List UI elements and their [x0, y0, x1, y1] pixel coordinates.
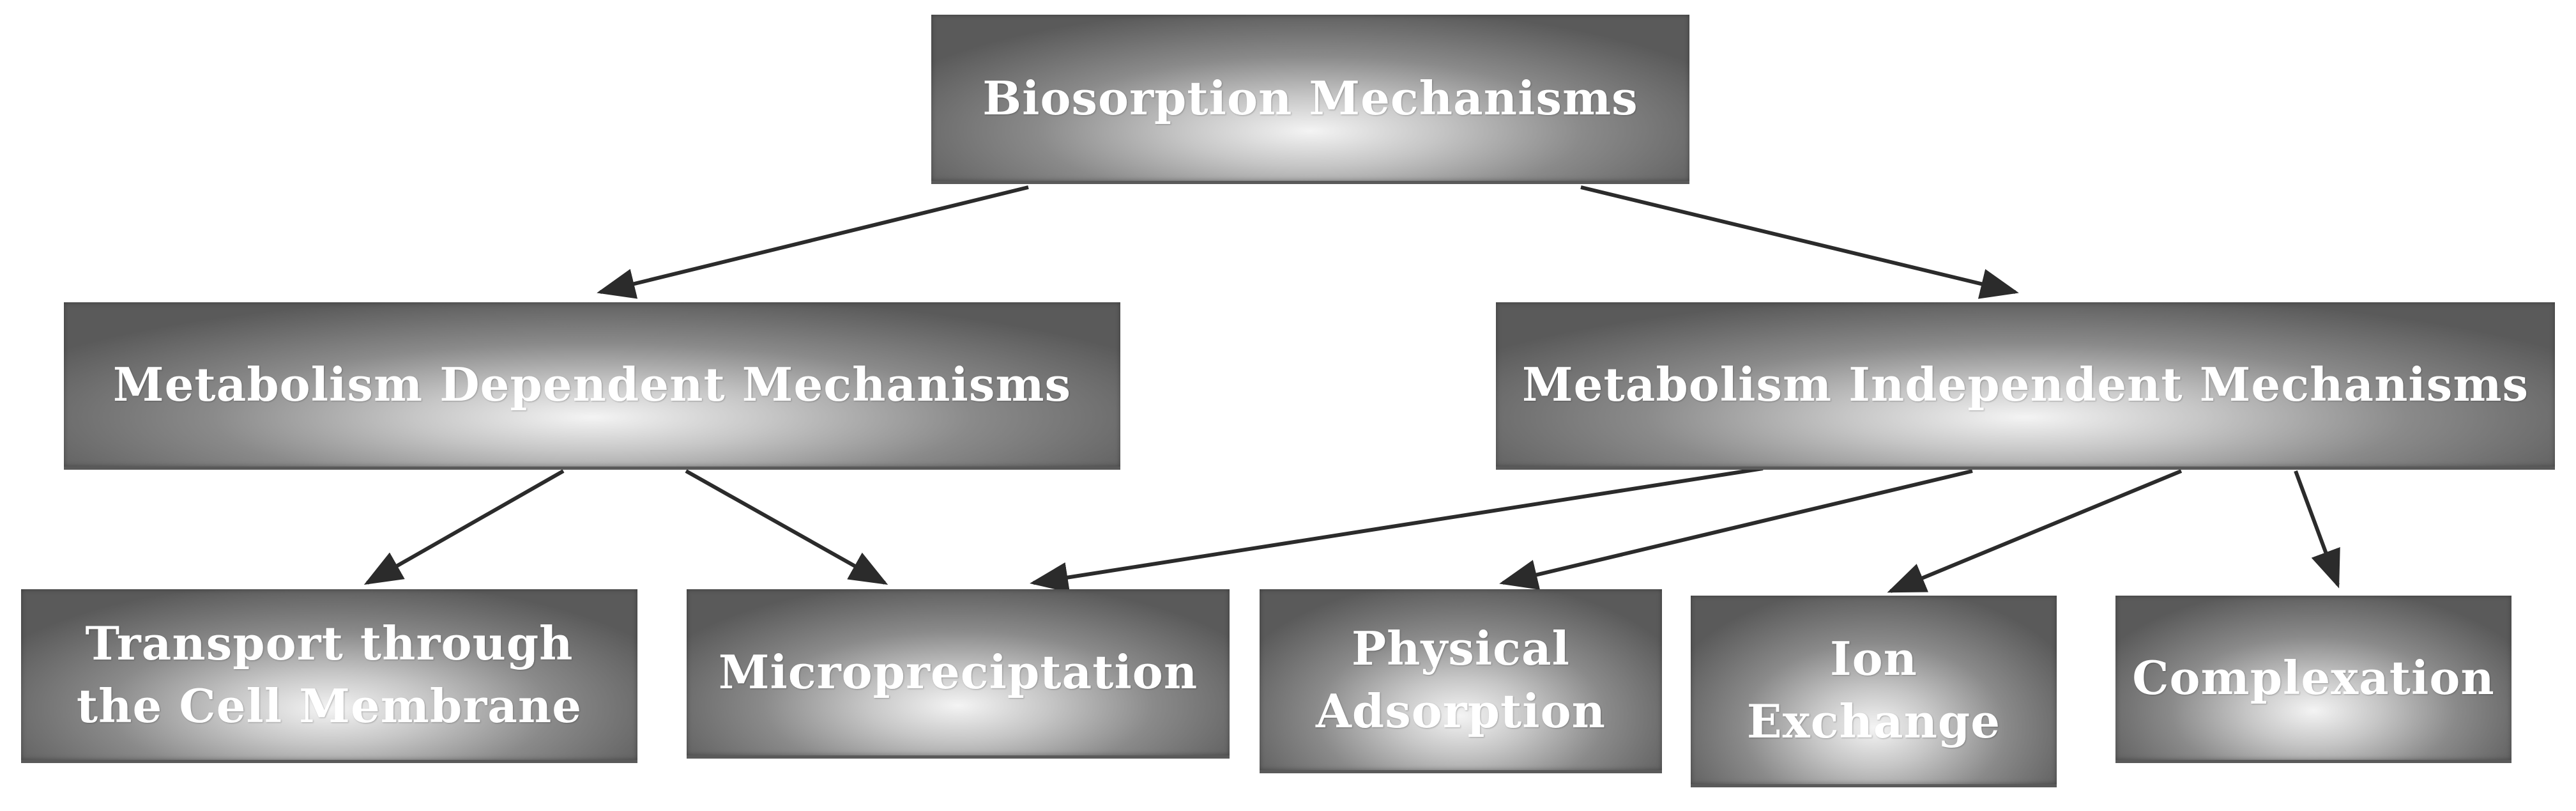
- node-label-line1: Physical: [1351, 621, 1571, 676]
- edge-dependent-transport: [363, 469, 565, 585]
- node-complexation: Complexation: [2115, 596, 2511, 763]
- node-label: Biosorption Mechanisms: [982, 70, 1638, 125]
- node-label: Metabolism Independent Mechanisms: [1521, 357, 2529, 412]
- node-label: Complexation: [2132, 650, 2495, 705]
- node-biosorption-mechanisms: Biosorption Mechanisms: [931, 15, 1689, 184]
- node-label-line1: Transport through: [85, 615, 574, 670]
- edge-independent-complexation: [2294, 470, 2340, 589]
- edge-dependent-microprecipitation: [685, 469, 888, 585]
- node-label-line2: the Cell Membrane: [76, 678, 583, 733]
- edge-independent-microprecipitation: [1030, 467, 1764, 593]
- node-physical-adsorption: Physical Adsorption: [1260, 589, 1662, 773]
- node-label: Metabolism Dependent Mechanisms: [112, 357, 1072, 412]
- node-label-line2: Adsorption: [1315, 683, 1606, 738]
- edge-independent-ion: [1887, 469, 2183, 593]
- edge-root-dependent: [597, 185, 1029, 299]
- node-label-line2: Exchange: [1746, 693, 2001, 748]
- node-ion-exchange: Ion Exchange: [1691, 596, 2057, 787]
- node-label: Micropreciptation: [718, 645, 1198, 699]
- edge-independent-physical: [1499, 469, 1973, 590]
- edge-root-independent: [1580, 185, 2019, 299]
- node-label-line1: Ion: [1829, 631, 1918, 686]
- node-microprecipitation: Micropreciptation: [687, 589, 1230, 759]
- node-transport-cell-membrane: Transport through the Cell Membrane: [21, 589, 637, 763]
- node-metabolism-dependent: Metabolism Dependent Mechanisms: [64, 302, 1120, 470]
- node-metabolism-independent: Metabolism Independent Mechanisms: [1496, 302, 2555, 470]
